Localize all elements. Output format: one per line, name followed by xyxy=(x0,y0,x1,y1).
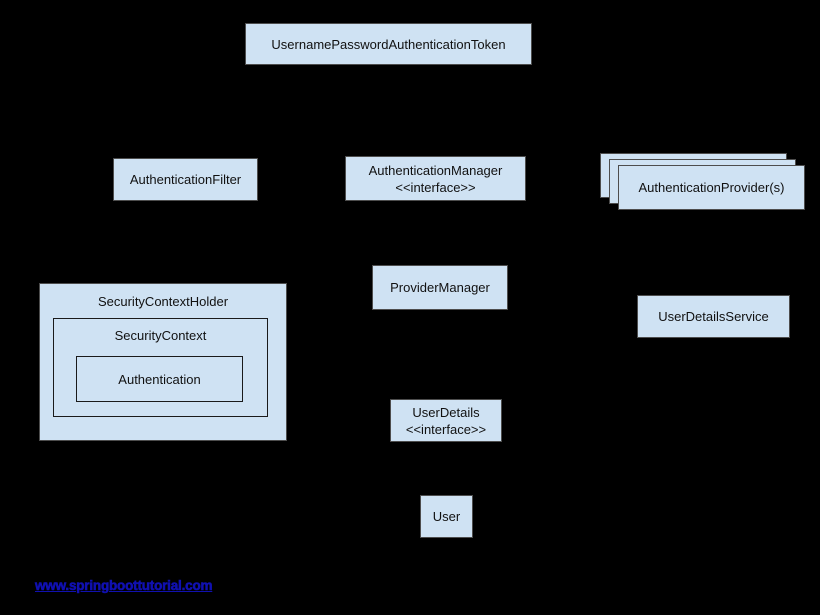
box-authentication-providers: AuthenticationProvider(s) xyxy=(618,165,805,210)
box-security-context: SecurityContext Authentication xyxy=(53,318,268,417)
box-security-context-holder: SecurityContextHolder SecurityContext Au… xyxy=(39,283,287,441)
box-stack-authentication-providers: AuthenticationProvider(s) xyxy=(600,153,806,211)
box-label: UserDetailsService xyxy=(658,309,769,324)
box-user: User xyxy=(420,495,473,538)
box-label: AuthenticationProvider(s) xyxy=(638,180,785,195)
box-label: UsernamePasswordAuthenticationToken xyxy=(271,36,506,52)
box-label-line2: <<interface>> xyxy=(405,421,487,437)
box-label-line1: AuthenticationManager xyxy=(368,162,503,178)
box-label-line2: <<interface>> xyxy=(395,179,476,195)
box-authentication-manager: AuthenticationManager <<interface>> xyxy=(345,156,526,201)
footer-website-link[interactable]: www.springboottutorial.com xyxy=(35,578,213,594)
box-label: SecurityContextHolder xyxy=(97,294,229,309)
box-username-password-authentication-token: UsernamePasswordAuthenticationToken xyxy=(245,23,532,65)
box-label: ProviderManager xyxy=(390,280,490,295)
box-label-line1: UserDetails xyxy=(412,404,480,420)
box-label: AuthenticationFilter xyxy=(129,172,242,187)
box-authentication-filter: AuthenticationFilter xyxy=(113,158,258,201)
box-authentication: Authentication xyxy=(76,356,243,402)
box-provider-manager: ProviderManager xyxy=(372,265,508,310)
box-label: User xyxy=(432,509,461,524)
box-label: Authentication xyxy=(118,371,201,387)
box-label: SecurityContext xyxy=(114,328,207,343)
box-user-details: UserDetails <<interface>> xyxy=(390,399,502,442)
box-user-details-service: UserDetailsService xyxy=(637,295,790,338)
